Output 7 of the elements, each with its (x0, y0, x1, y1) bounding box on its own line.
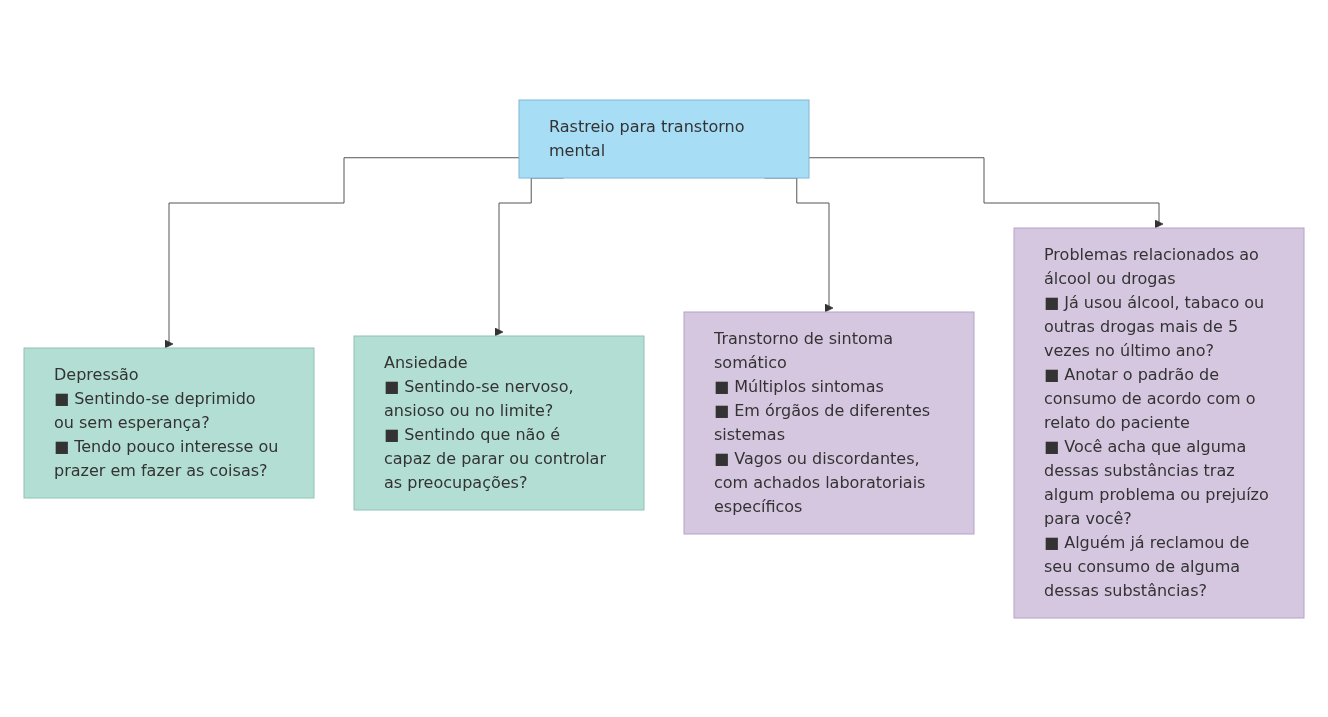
arrow (808, 156, 1164, 228)
node-box: Problemas relacionados ao álcool ou drogas ■ Já usou álcool, tabaco ou outras drogas mais de 5 vezes no último ano? ■ Anotar o padrão de consumo de acordo com o relato do paciente ■ Você acha que alguma dessas substâncias traz algum problema ou prejuízo para você? ■ Alguém já reclamou de seu consumo de alguma dessas substâncias? (1013, 227, 1305, 618)
arrow (164, 156, 520, 348)
node-box: Depressão ■ Sentindo-se deprimido ou sem esperança? ■ Tendo pouco interesse ou prazer em fazer as coisas? (23, 347, 315, 498)
node-box: Transtorno de sintoma somático ■ Múltiplos sintomas ■ Em órgãos de diferentes sistemas ■ Vagos ou discordantes, com achados laboratoriais específicos (683, 311, 975, 534)
node-box: Ansiedade ■ Sentindo-se nervoso, ansioso ou no limite? ■ Sentindo que não é capaz de parar ou controlar as preocupações? (353, 335, 645, 510)
node-box: Rastreio para transtorno mental (518, 99, 810, 178)
